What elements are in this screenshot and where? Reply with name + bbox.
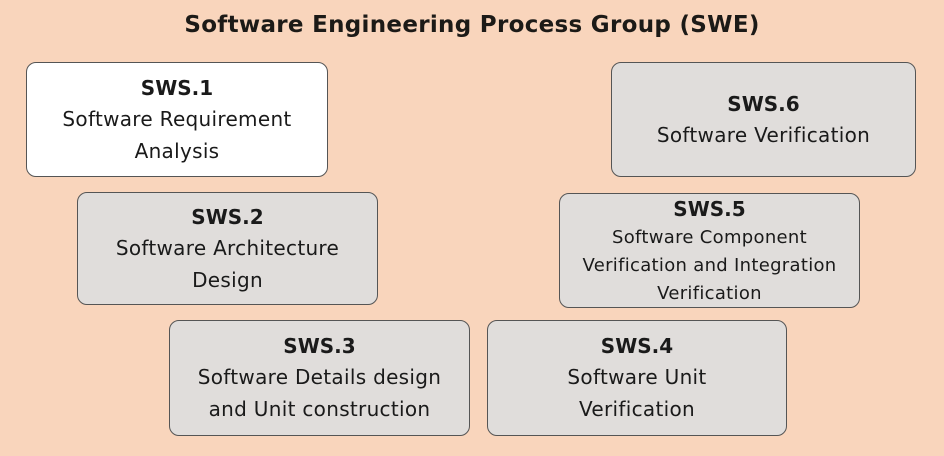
box-label-line: Software Requirement (62, 106, 292, 131)
box-code: SWS.6 (727, 91, 800, 116)
box-sws-3: SWS.3 Software Details design and Unit c… (169, 320, 470, 436)
box-sws-2: SWS.2 Software Architecture Design (77, 192, 378, 305)
diagram-title: Software Engineering Process Group (SWE) (184, 12, 760, 38)
box-label-line: Software Unit (567, 365, 707, 389)
box-sws-6: SWS.6 Software Verification (611, 62, 916, 177)
box-label-line: Verification (579, 397, 695, 421)
box-code: SWS.1 (140, 75, 214, 100)
box-label-line: Software Details design (197, 365, 442, 389)
box-sws-5: SWS.5 Software Component Verification an… (559, 193, 860, 308)
box-label-line: Verification and Integration (582, 254, 837, 276)
box-code: SWS.3 (283, 334, 356, 358)
box-label-line: Design (192, 267, 263, 292)
box-code: SWS.4 (600, 334, 674, 358)
box-code: SWS.2 (191, 204, 264, 229)
box-label-line: Verification (657, 282, 762, 304)
box-label-line: Software Architecture (115, 235, 340, 260)
box-label-line: Software Verification (656, 122, 871, 147)
box-sws-4: SWS.4 Software Unit Verification (487, 320, 787, 436)
box-code: SWS.5 (673, 196, 746, 221)
box-sws-1: SWS.1 Software Requirement Analysis (26, 62, 328, 177)
box-label-line: and Unit construction (208, 397, 431, 421)
box-label-line: Software Component (612, 226, 807, 248)
box-label-line: Analysis (134, 138, 220, 163)
